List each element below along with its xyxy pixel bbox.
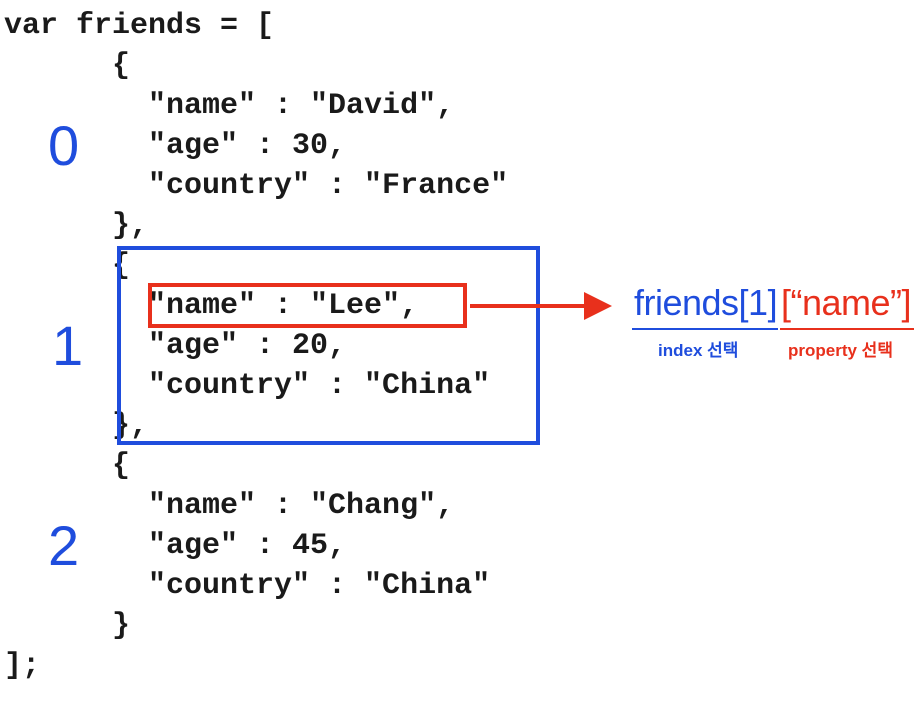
selected-object-box [117, 246, 540, 445]
code-line: { [4, 449, 131, 483]
code-line: "name" : "Chang", [4, 489, 455, 523]
expression-property-part: [“name”] [781, 282, 912, 323]
code-line: "country" : "China" [4, 569, 491, 603]
index-label-2: 2 [48, 514, 80, 577]
index-underline [632, 328, 778, 330]
code-line: ]; [4, 649, 41, 683]
property-underline [780, 328, 914, 330]
selected-property-box [148, 283, 467, 328]
code-line: { [4, 49, 131, 83]
code-line: { [4, 249, 131, 283]
code-line: "name" : "David", [4, 89, 455, 123]
code-line: "age" : 20, [4, 329, 347, 363]
index-label-0: 0 [48, 114, 80, 177]
arrow-icon [470, 292, 612, 320]
code-line-highlighted: "name" : "Lee", [4, 289, 419, 323]
code-line: "age" : 45, [4, 529, 347, 563]
index-label-1: 1 [52, 314, 84, 377]
index-caption: index 선택 [658, 341, 739, 360]
code-line: }, [4, 209, 149, 243]
expression-index-part: friends[1] [634, 282, 778, 323]
code-line: "country" : "China" [4, 369, 491, 403]
code-line: "age" : 30, [4, 129, 347, 163]
code-line: } [4, 609, 131, 643]
code-line: "country" : "France" [4, 169, 509, 203]
code-line: var friends = [ [4, 9, 275, 43]
code-block: var friends = [ { "name" : "David", "age… [0, 0, 508, 720]
property-caption: property 선택 [788, 341, 893, 360]
